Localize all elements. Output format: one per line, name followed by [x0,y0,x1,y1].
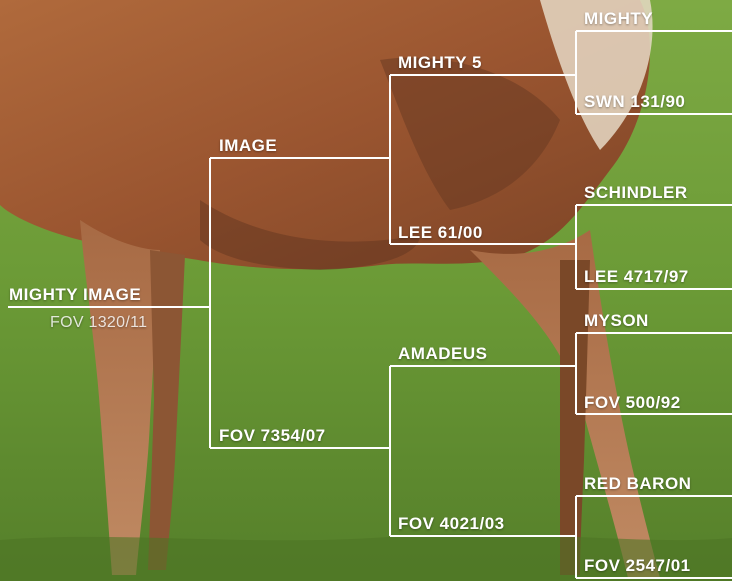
dam-sire-name: AMADEUS [398,344,488,363]
gen3-ancestor-1: MIGHTY [584,9,654,28]
subject-name: MIGHTY IMAGE [9,285,142,304]
gen3-ancestor-8: FOV 2547/01 [584,556,691,575]
sire-name: IMAGE [219,136,278,155]
gen3-ancestor-6: FOV 500/92 [584,393,681,412]
gen3-ancestor-4: LEE 4717/97 [584,267,689,286]
gen3-ancestor-7: RED BARON [584,474,692,493]
dam-name: FOV 7354/07 [219,426,326,445]
sire-sire-name: MIGHTY 5 [398,53,482,72]
dam-dam-name: FOV 4021/03 [398,514,505,533]
gen3-ancestor-2: SWN 131/90 [584,92,686,111]
gen3-ancestor-5: MYSON [584,311,649,330]
sire-dam-name: LEE 61/00 [398,223,483,242]
gen3-ancestor-3: SCHINDLER [584,183,688,202]
subject-id: FOV 1320/11 [50,314,148,331]
